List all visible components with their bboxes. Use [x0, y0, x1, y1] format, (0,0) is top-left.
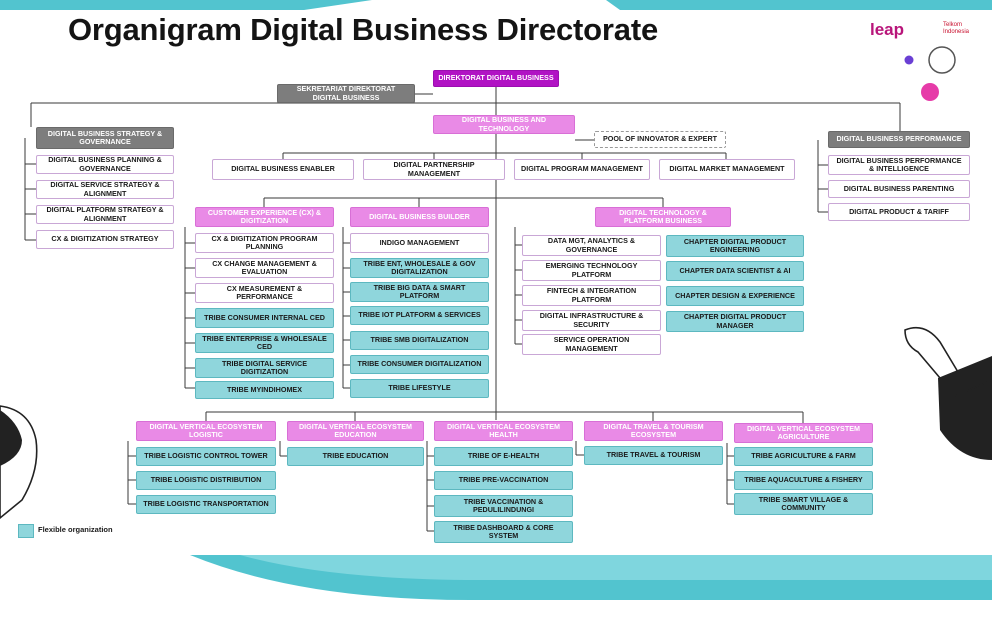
chapter-box: CHAPTER DIGITAL PRODUCT MANAGER — [666, 311, 804, 332]
strategy-item: DIGITAL PLATFORM STRATEGY & ALIGNMENT — [36, 205, 174, 224]
page-title: Organigram Digital Business Directorate — [68, 12, 658, 47]
chapter-box: CHAPTER DATA SCIENTIST & AI — [666, 261, 804, 281]
builder-tribe: TRIBE ENT, WHOLESALE & GOV DIGITALIZATIO… — [350, 258, 489, 278]
dot-purple — [904, 55, 914, 65]
vertical-head: DIGITAL VERTICAL ECOSYSTEM HEALTH — [434, 421, 573, 441]
strategy-item: DIGITAL BUSINESS PLANNING & GOVERNANCE — [36, 155, 174, 174]
secretariat-box: SEKRETARIAT DIREKTORAT DIGITAL BUSINESS — [277, 84, 415, 103]
builder-tribe: TRIBE CONSUMER DIGITALIZATION — [350, 355, 489, 374]
cx-item: CX & DIGITIZATION PROGRAM PLANNING — [195, 233, 334, 253]
dbt-box: DIGITAL BUSINESS AND TECHNOLOGY — [433, 115, 575, 134]
vertical-head: DIGITAL VERTICAL ECOSYSTEM EDUCATION — [287, 421, 424, 441]
vertical-tribe: TRIBE AQUACULTURE & FISHERY — [734, 471, 873, 490]
vertical-tribe: TRIBE VACCINATION & PEDULILINDUNGI — [434, 495, 573, 517]
vertical-tribe: TRIBE LOGISTIC DISTRIBUTION — [136, 471, 276, 490]
chapter-box: CHAPTER DIGITAL PRODUCT ENGINEERING — [666, 235, 804, 257]
ring-outline — [928, 46, 956, 74]
vertical-tribe: TRIBE EDUCATION — [287, 447, 424, 466]
dot-pink — [921, 83, 939, 101]
vertical-tribe: TRIBE TRAVEL & TOURISM — [584, 446, 723, 465]
row2-box: DIGITAL MARKET MANAGEMENT — [659, 159, 795, 180]
tech-item: DATA MGT, ANALYTICS & GOVERNANCE — [522, 235, 661, 256]
performance-item: DIGITAL BUSINESS PARENTING — [828, 180, 970, 198]
performance-head: DIGITAL BUSINESS PERFORMANCE — [828, 131, 970, 148]
legend-label: Flexible organization — [38, 525, 113, 534]
row2-box: DIGITAL PROGRAM MANAGEMENT — [514, 159, 650, 180]
tech-item: EMERGING TECHNOLOGY PLATFORM — [522, 260, 661, 281]
right-figure-cuff — [954, 379, 992, 397]
vertical-tribe: TRIBE LOGISTIC CONTROL TOWER — [136, 447, 276, 466]
strategy-item: CX & DIGITIZATION STRATEGY — [36, 230, 174, 249]
builder-tribe: TRIBE LIFESTYLE — [350, 379, 489, 398]
cx-item: CX MEASUREMENT & PERFORMANCE — [195, 283, 334, 303]
vertical-tribe: TRIBE SMART VILLAGE & COMMUNITY — [734, 493, 873, 515]
cx-head: CUSTOMER EXPERIENCE (CX) & DIGITIZATION — [195, 207, 334, 227]
builder-item: INDIGO MANAGEMENT — [350, 233, 489, 253]
top-banner-right — [606, 0, 992, 10]
strategy-head: DIGITAL BUSINESS STRATEGY & GOVERNANCE — [36, 127, 174, 149]
performance-item: DIGITAL BUSINESS PERFORMANCE & INTELLIGE… — [828, 155, 970, 175]
left-figure-sleeve — [0, 410, 22, 466]
tech-item: FINTECH & INTEGRATION PLATFORM — [522, 285, 661, 306]
row2-box: DIGITAL PARTNERSHIP MANAGEMENT — [363, 159, 505, 180]
builder-tribe: TRIBE IOT PLATFORM & SERVICES — [350, 306, 489, 325]
vertical-tribe: TRIBE PRE-VACCINATION — [434, 471, 573, 490]
cx-tribe: TRIBE MYINDIHOMEX — [195, 381, 334, 399]
vertical-head: DIGITAL VERTICAL ECOSYSTEM AGRICULTURE — [734, 423, 873, 443]
performance-item: DIGITAL PRODUCT & TARIFF — [828, 203, 970, 221]
vertical-tribe: TRIBE OF E-HEALTH — [434, 447, 573, 466]
chapter-box: CHAPTER DESIGN & EXPERIENCE — [666, 286, 804, 306]
cx-tribe: TRIBE DIGITAL SERVICE DIGITIZATION — [195, 358, 334, 378]
legend-swatch — [18, 524, 34, 538]
leap-logo: leap — [870, 20, 905, 39]
vertical-head: DIGITAL TRAVEL & TOURISM ECOSYSTEM — [584, 421, 723, 441]
cx-tribe: TRIBE ENTERPRISE & WHOLESALE CED — [195, 333, 334, 353]
vertical-head: DIGITAL VERTICAL ECOSYSTEM LOGISTIC — [136, 421, 276, 441]
cx-tribe: TRIBE CONSUMER INTERNAL CED — [195, 308, 334, 328]
cx-item: CX CHANGE MANAGEMENT & EVALUATION — [195, 258, 334, 278]
top-banner-left — [0, 0, 372, 10]
strategy-item: DIGITAL SERVICE STRATEGY & ALIGNMENT — [36, 180, 174, 199]
builder-head: DIGITAL BUSINESS BUILDER — [350, 207, 489, 227]
vertical-tribe: TRIBE AGRICULTURE & FARM — [734, 447, 873, 466]
right-figure-sleeve — [938, 356, 992, 460]
builder-tribe: TRIBE SMB DIGITALIZATION — [350, 331, 489, 350]
tech-head: DIGITAL TECHNOLOGY & PLATFORM BUSINESS — [595, 207, 731, 227]
tech-item: DIGITAL INFRASTRUCTURE & SECURITY — [522, 310, 661, 331]
bottom-wave-inner — [240, 555, 992, 580]
vertical-tribe: TRIBE DASHBOARD & CORE SYSTEM — [434, 521, 573, 543]
tech-item: SERVICE OPERATION MANAGEMENT — [522, 334, 661, 355]
builder-tribe: TRIBE BIG DATA & SMART PLATFORM — [350, 282, 489, 302]
row2-box: DIGITAL BUSINESS ENABLER — [212, 159, 354, 180]
telkom-logo: Telkom Indonesia — [943, 22, 970, 35]
vertical-tribe: TRIBE LOGISTIC TRANSPORTATION — [136, 495, 276, 514]
pool-box: POOL OF INNOVATOR & EXPERT — [594, 131, 726, 148]
directorate-box: DIREKTORAT DIGITAL BUSINESS — [433, 70, 559, 87]
